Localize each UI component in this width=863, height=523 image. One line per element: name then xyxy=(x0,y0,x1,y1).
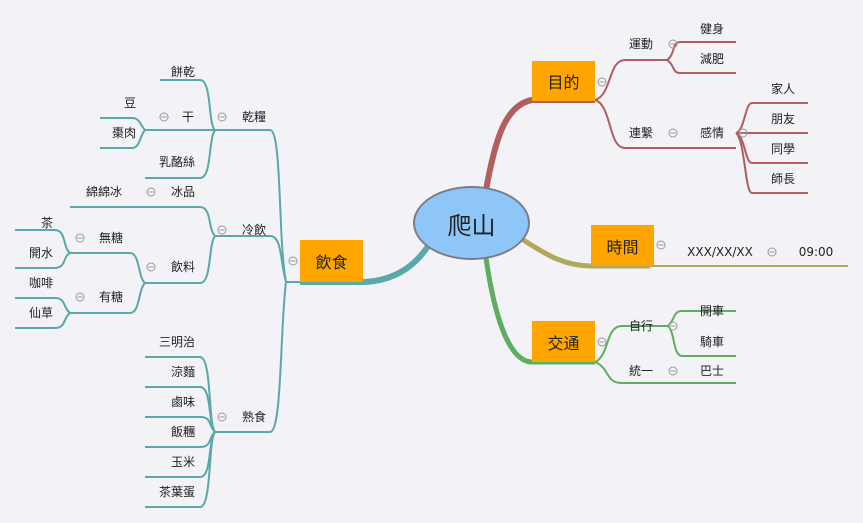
collapse-icon[interactable] xyxy=(146,262,156,272)
node-tea-egg[interactable]: 茶葉蛋 xyxy=(158,485,196,499)
collapse-icon[interactable] xyxy=(738,128,748,138)
topic-goal-label: 目的 xyxy=(547,73,580,92)
node-teachers[interactable]: 師長 xyxy=(770,172,796,186)
topic-food-label: 飲食 xyxy=(315,253,348,272)
collapse-icon[interactable] xyxy=(668,39,678,49)
node-rice-ball[interactable]: 飯糰 xyxy=(170,425,196,439)
node-self[interactable]: 自行 xyxy=(628,319,654,333)
node-braised[interactable]: 鹵味 xyxy=(170,395,196,409)
topic-time-label: 時間 xyxy=(606,237,639,257)
collapse-icon[interactable] xyxy=(597,337,607,347)
node-sugar[interactable]: 有糖 xyxy=(98,290,124,304)
node-dates[interactable]: 棗肉 xyxy=(111,126,137,140)
node-cold-noodles[interactable]: 涼麵 xyxy=(170,365,196,379)
node-coffee[interactable]: 咖啡 xyxy=(28,276,54,290)
node-cookie[interactable]: 餅乾 xyxy=(170,65,196,79)
collapse-icon[interactable] xyxy=(217,112,227,122)
collapse-icon[interactable] xyxy=(159,112,169,122)
collapse-icon[interactable] xyxy=(668,128,678,138)
collapse-icon[interactable] xyxy=(146,187,156,197)
node-classmates[interactable]: 同學 xyxy=(770,142,796,156)
node-grass-jelly[interactable]: 仙草 xyxy=(28,306,54,320)
node-unified[interactable]: 統一 xyxy=(628,364,654,378)
node-bond[interactable]: 連繫 xyxy=(628,126,654,140)
node-cheese[interactable]: 乳酪絲 xyxy=(158,155,196,169)
collapse-icon[interactable] xyxy=(75,292,85,302)
node-hot[interactable]: 熟食 xyxy=(241,410,267,424)
node-dry[interactable]: 乾糧 xyxy=(241,110,267,124)
collapse-icon[interactable] xyxy=(668,366,678,376)
node-weightloss[interactable]: 減肥 xyxy=(699,52,725,66)
collapse-icon[interactable] xyxy=(217,412,227,422)
node-sandwich[interactable]: 三明治 xyxy=(158,335,196,349)
node-family[interactable]: 家人 xyxy=(770,82,796,96)
collapse-icon[interactable] xyxy=(668,321,678,331)
topic-transport-label: 交通 xyxy=(547,333,580,353)
node-cold[interactable]: 冷飲 xyxy=(241,223,267,237)
node-exercise[interactable]: 運動 xyxy=(628,37,654,51)
node-shaved-ice[interactable]: 綿綿冰 xyxy=(85,185,123,199)
topic-time[interactable]: 時間 xyxy=(591,225,654,266)
collapse-icon[interactable] xyxy=(597,77,607,87)
topic-transport[interactable]: 交通 xyxy=(532,321,595,362)
collapse-icon[interactable] xyxy=(656,240,666,250)
node-friends[interactable]: 朋友 xyxy=(770,112,796,126)
root-label: 爬山 xyxy=(447,211,496,240)
node-tea[interactable]: 茶 xyxy=(40,216,54,230)
collapse-icon[interactable] xyxy=(288,256,298,266)
topic-goal[interactable]: 目的 xyxy=(532,61,595,101)
node-water[interactable]: 開水 xyxy=(28,246,54,260)
topic-food[interactable]: 飲食 xyxy=(300,240,363,282)
node-date[interactable]: XXX/XX/XX xyxy=(687,245,753,259)
node-dried[interactable]: 干 xyxy=(181,110,195,124)
root-topic[interactable]: 爬山 xyxy=(413,186,530,260)
collapse-icon[interactable] xyxy=(767,247,777,257)
collapse-icon[interactable] xyxy=(75,233,85,243)
node-corn[interactable]: 玉米 xyxy=(170,455,196,469)
node-bus[interactable]: 巴士 xyxy=(699,364,725,378)
collapse-icon[interactable] xyxy=(217,225,227,235)
node-clock[interactable]: 09:00 xyxy=(798,245,834,259)
node-beans[interactable]: 豆 xyxy=(123,96,137,110)
node-ice[interactable]: 冰品 xyxy=(170,185,196,199)
node-drink[interactable]: 飲料 xyxy=(170,260,196,274)
node-drive[interactable]: 開車 xyxy=(699,304,725,318)
node-fitness[interactable]: 健身 xyxy=(699,22,725,36)
node-nosugar[interactable]: 無糖 xyxy=(98,231,124,245)
node-ride[interactable]: 騎車 xyxy=(699,335,725,349)
node-feeling[interactable]: 感情 xyxy=(699,126,725,140)
